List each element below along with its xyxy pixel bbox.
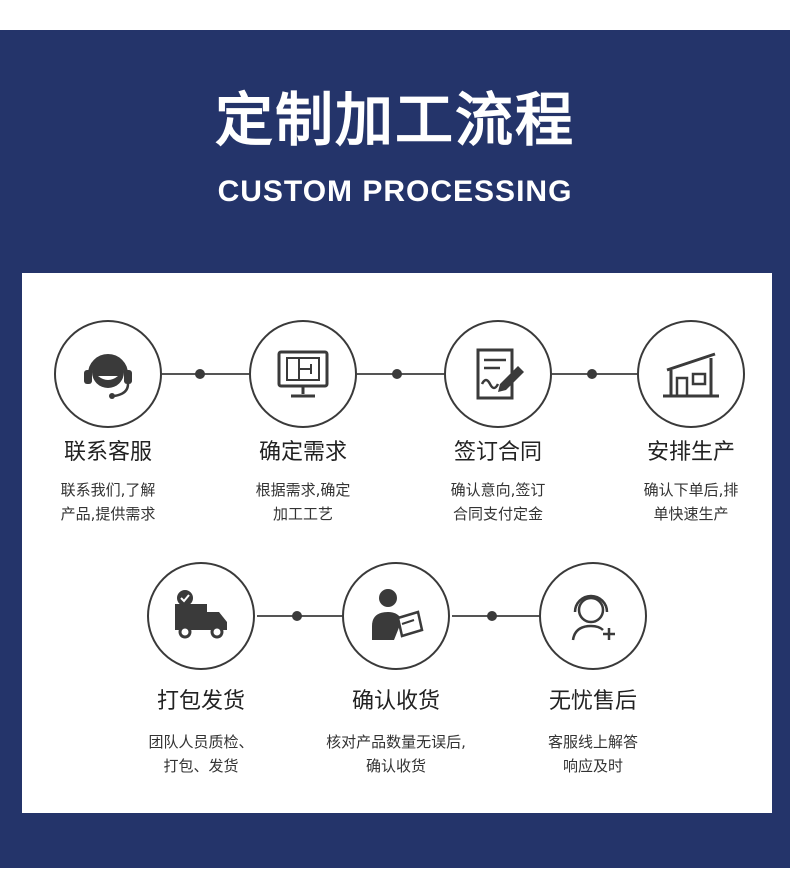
step-title: 安排生产 <box>646 440 735 465</box>
step-title: 打包发货 <box>156 689 245 714</box>
connector-dot <box>392 369 402 379</box>
step-desc: 客服线上解答 <box>547 733 638 751</box>
step-desc: 产品,提供需求 <box>60 505 156 523</box>
step-circle <box>637 320 745 428</box>
connector-dot <box>487 611 497 621</box>
step-desc: 根据需求,确定 <box>255 481 351 499</box>
connector-line <box>452 615 542 617</box>
step-desc: 打包、发货 <box>163 757 239 775</box>
step-title: 无忧售后 <box>548 689 637 714</box>
connector-line <box>357 373 447 375</box>
process-panel: 联系客服 联系我们,了解 产品,提供需求 确定需求 根据需求,确定 加工工艺 <box>22 273 772 813</box>
connector-line <box>552 373 642 375</box>
step-circle <box>444 320 552 428</box>
step-desc: 确认收货 <box>365 757 426 775</box>
factory-house-icon <box>663 352 719 398</box>
step-circle <box>249 320 357 428</box>
step-circle <box>539 562 647 670</box>
step-desc: 响应及时 <box>562 757 623 775</box>
step-desc: 确认意向,签订 <box>450 481 546 499</box>
step-desc: 加工工艺 <box>272 505 333 523</box>
aftersales-service-icon <box>571 594 615 641</box>
connector-dot <box>195 369 205 379</box>
step-circle <box>342 562 450 670</box>
page-title: 定制加工流程 <box>214 86 575 154</box>
step-desc: 团队人员质检、 <box>148 733 254 751</box>
floorplan-monitor-icon <box>277 350 329 398</box>
step-title: 联系客服 <box>63 440 152 465</box>
step-desc: 单快速生产 <box>653 505 729 523</box>
step-desc: 合同支付定金 <box>452 505 543 523</box>
step-desc: 联系我们,了解 <box>60 481 156 499</box>
headset-support-icon <box>84 354 132 399</box>
step-title: 签订合同 <box>453 440 542 465</box>
connector-dot <box>292 611 302 621</box>
step-circle <box>147 562 255 670</box>
connector-dot <box>587 369 597 379</box>
connector-line <box>257 615 347 617</box>
step-title: 确定需求 <box>258 440 347 465</box>
step-circle <box>54 320 162 428</box>
step-desc: 确认下单后,排 <box>643 481 739 499</box>
person-checklist-icon <box>372 589 424 640</box>
page-subtitle: CUSTOM PROCESSING <box>217 175 573 208</box>
connector-line <box>162 373 252 375</box>
step-desc: 核对产品数量无误后, <box>326 733 466 751</box>
contract-sign-icon <box>476 348 524 400</box>
delivery-truck-icon <box>175 590 227 639</box>
step-title: 确认收货 <box>351 689 440 714</box>
